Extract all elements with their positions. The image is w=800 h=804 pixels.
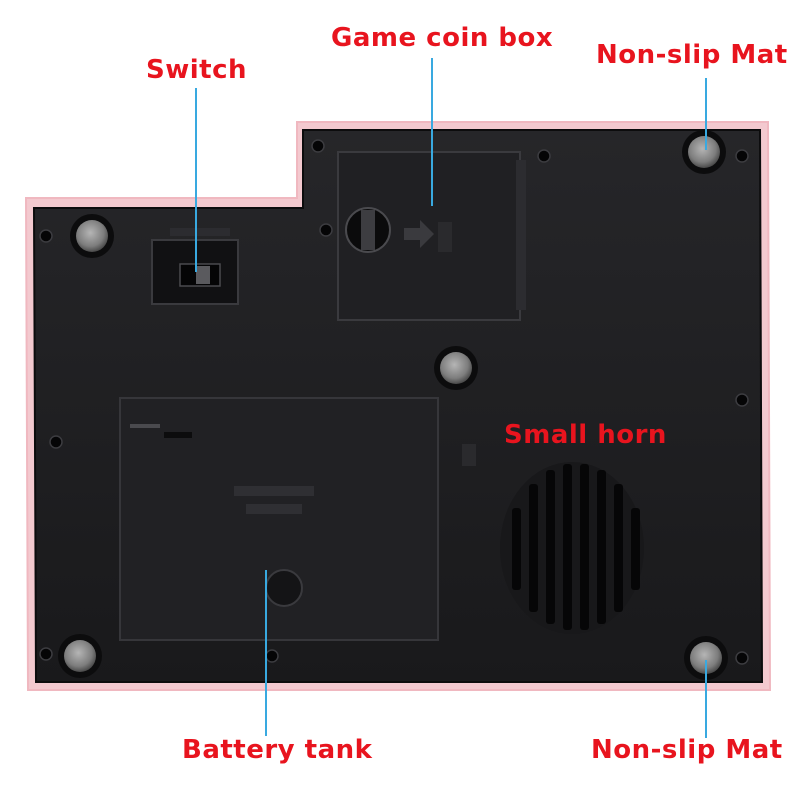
label-switch: Switch xyxy=(146,55,248,85)
speaker-grille-icon xyxy=(462,444,644,634)
coin-box-panel xyxy=(337,151,526,321)
leader-lines xyxy=(195,58,707,738)
rubber-foot-icon xyxy=(70,214,114,258)
label-small-horn: Small horn xyxy=(504,420,667,450)
label-game-coin-box: Game coin box xyxy=(331,23,554,53)
twist-lock-icon xyxy=(345,207,391,253)
label-non-slip-mat-top: Non-slip Mat xyxy=(596,40,788,70)
twist-lock-icon xyxy=(265,569,303,607)
rubber-foot-icon xyxy=(684,636,728,680)
label-battery-tank: Battery tank xyxy=(182,735,373,765)
arrow-icon xyxy=(404,220,434,248)
battery-panel xyxy=(119,397,439,641)
label-non-slip-mat-bottom: Non-slip Mat xyxy=(591,735,783,765)
rubber-foot-icon xyxy=(58,634,102,678)
rubber-foot-icon xyxy=(434,346,478,390)
screw-hole-icon xyxy=(39,139,749,665)
rubber-foot-icon xyxy=(682,130,726,174)
